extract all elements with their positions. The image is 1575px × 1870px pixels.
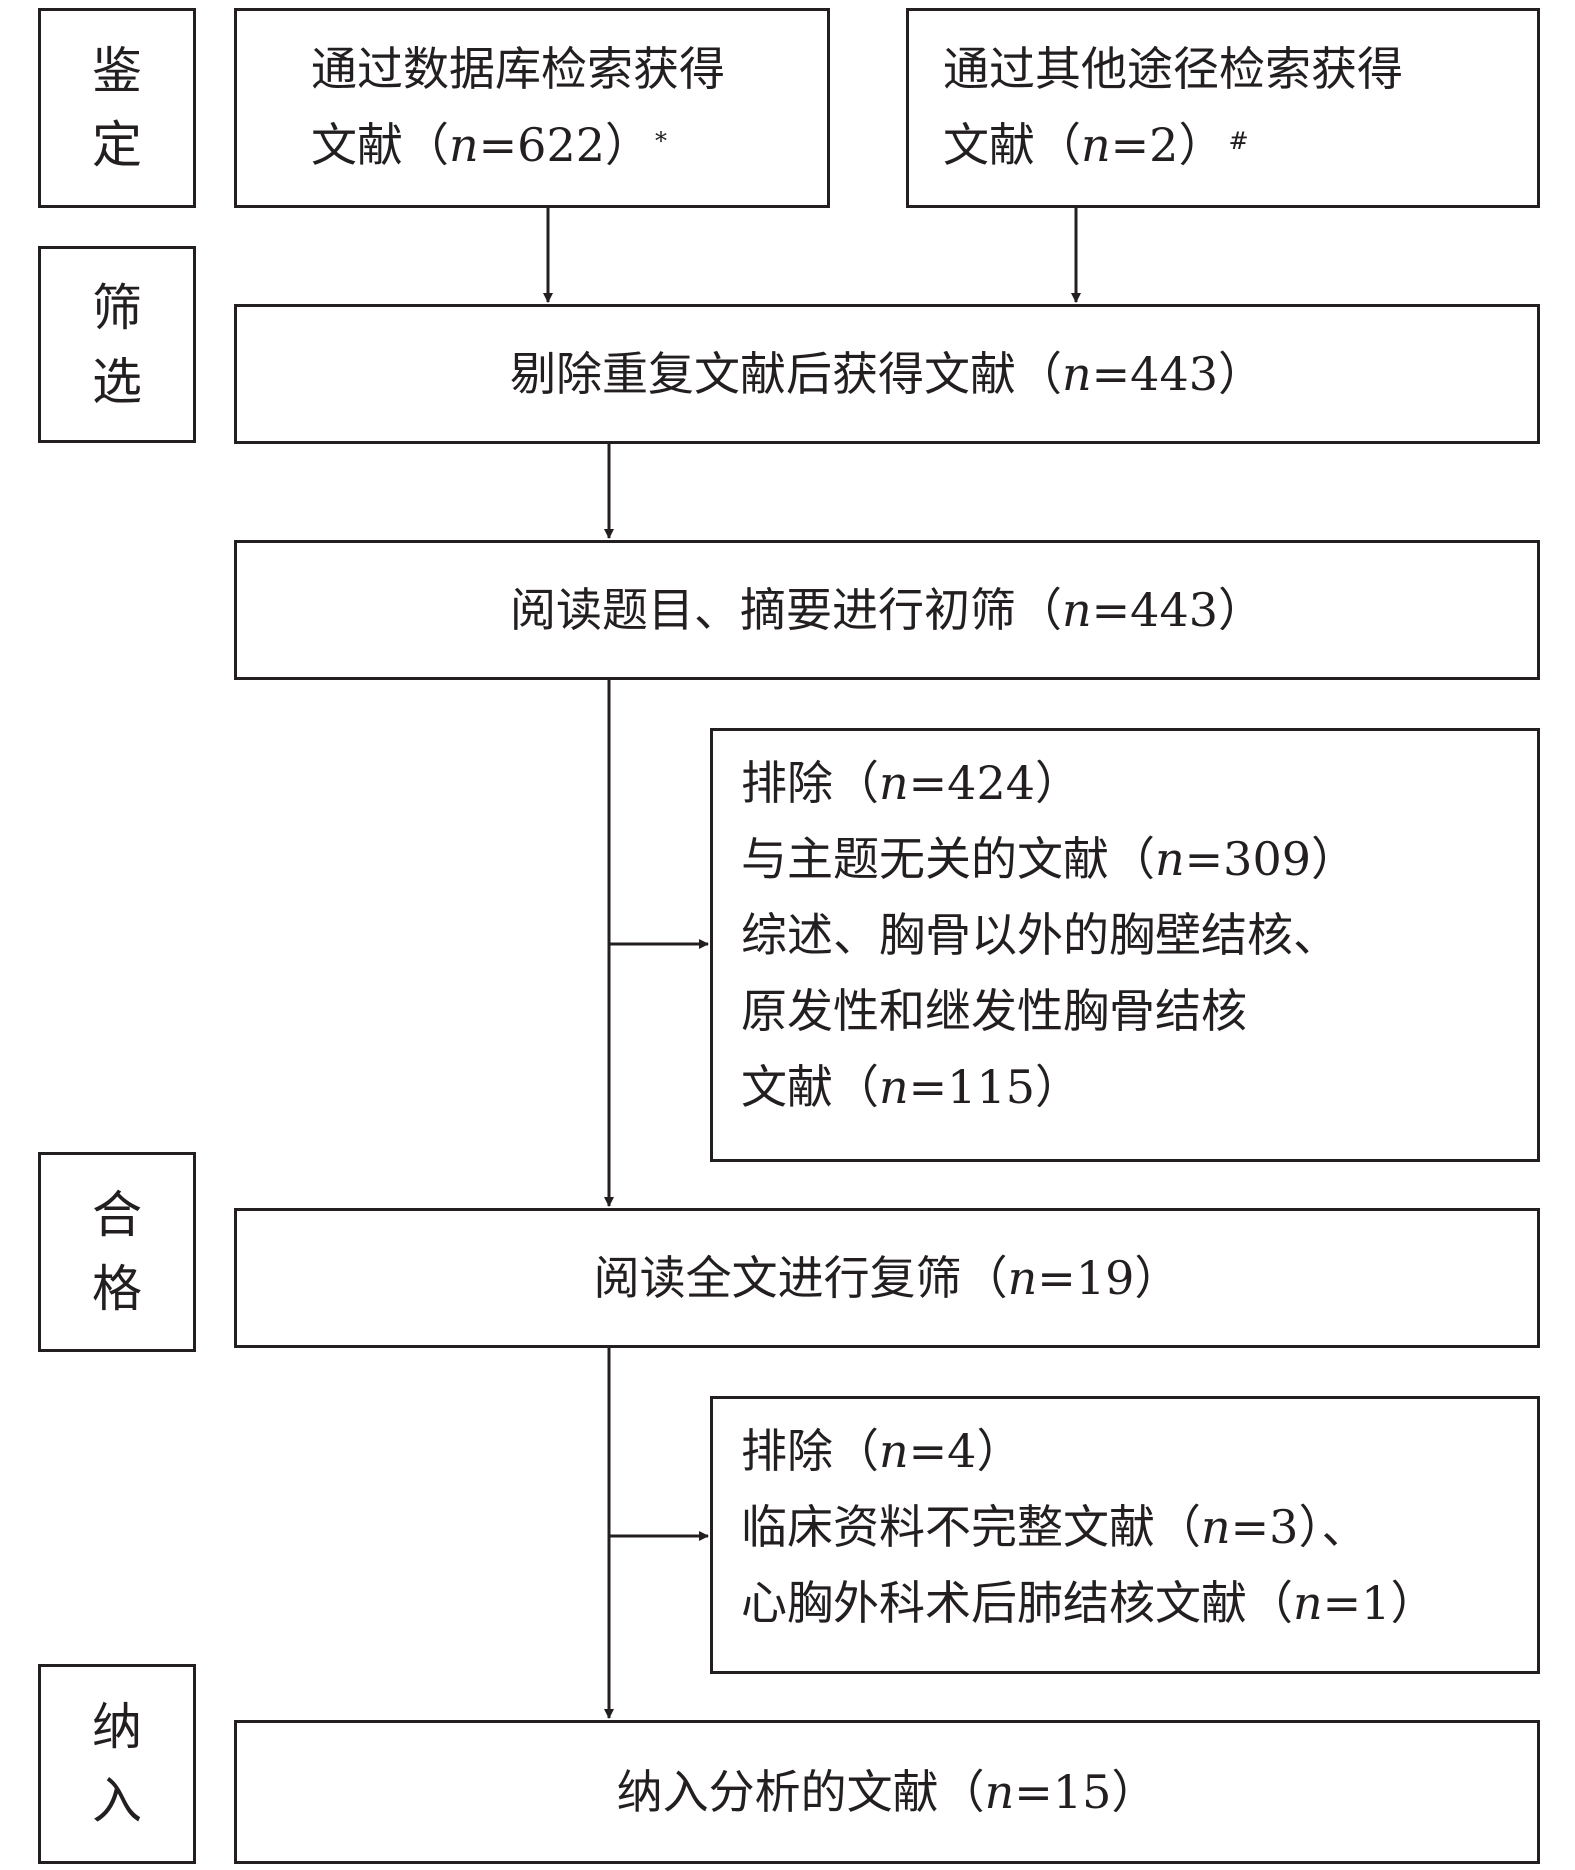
stage-screening-char-2: 选 [92,352,142,411]
exclusion-1-irrelevant: 与主题无关的文献（n=309） [741,832,1357,886]
other-sources-box: 通过其他途径检索获得 文献（n=2）# [906,8,1540,208]
dedup-records-text: 剔除重复文献后获得文献（n=443） [510,347,1264,401]
fulltext-screening-text: 阅读全文进行复筛（n=19） [593,1251,1181,1305]
database-records-line1: 通过数据库检索获得 [311,42,725,96]
exclusion-box-2: 排除（n=4） 临床资料不完整文献（n=3）、 心胸外科术后肺结核文献（n=1） [710,1396,1540,1674]
stage-included: 纳 入 [38,1664,196,1864]
stage-identification-char-1: 鉴 [92,42,142,100]
included-studies-box: 纳入分析的文献（n=15） [234,1720,1540,1864]
exclusion-1-reason-line4: 原发性和继发性胸骨结核 [741,984,1247,1038]
exclusion-1-reason-line5: 文献（n=115） [741,1060,1081,1114]
stage-eligibility-char-1: 合 [92,1186,142,1244]
exclusion-2-incomplete: 临床资料不完整文献（n=3）、 [741,1500,1368,1554]
exclusion-2-postoperative: 心胸外科术后肺结核文献（n=1） [741,1576,1437,1630]
exclusion-1-reason-line3: 综述、胸骨以外的胸壁结核、 [741,908,1339,962]
stage-included-char-2: 入 [92,1772,142,1830]
exclusion-box-1: 排除（n=424） 与主题无关的文献（n=309） 综述、胸骨以外的胸壁结核、 … [710,728,1540,1162]
exclusion-2-total: 排除（n=4） [741,1424,1023,1478]
database-footnote-mark: * [654,127,667,155]
stage-screening: 筛 选 [38,246,196,443]
title-abstract-screening-text: 阅读题目、摘要进行初筛（n=443） [510,583,1264,637]
other-sources-line2: 文献（n=2）# [943,118,1249,172]
other-footnote-mark: # [1228,127,1249,155]
stage-eligibility: 合 格 [38,1152,196,1352]
stage-eligibility-char-2: 格 [92,1260,142,1318]
exclusion-1-total: 排除（n=424） [741,756,1081,810]
included-studies-text: 纳入分析的文献（n=15） [616,1765,1158,1819]
stage-identification: 鉴 定 [38,8,196,208]
stage-screening-char-1: 筛 [92,278,142,337]
title-abstract-screening-box: 阅读题目、摘要进行初筛（n=443） [234,540,1540,680]
stage-identification-char-2: 定 [92,116,142,174]
other-sources-line1: 通过其他途径检索获得 [943,42,1403,96]
fulltext-screening-box: 阅读全文进行复筛（n=19） [234,1208,1540,1348]
database-records-box: 通过数据库检索获得 文献（n=622）* [234,8,830,208]
database-records-line2: 文献（n=622）* [311,118,667,172]
stage-included-char-1: 纳 [92,1698,142,1756]
dedup-records-box: 剔除重复文献后获得文献（n=443） [234,304,1540,444]
